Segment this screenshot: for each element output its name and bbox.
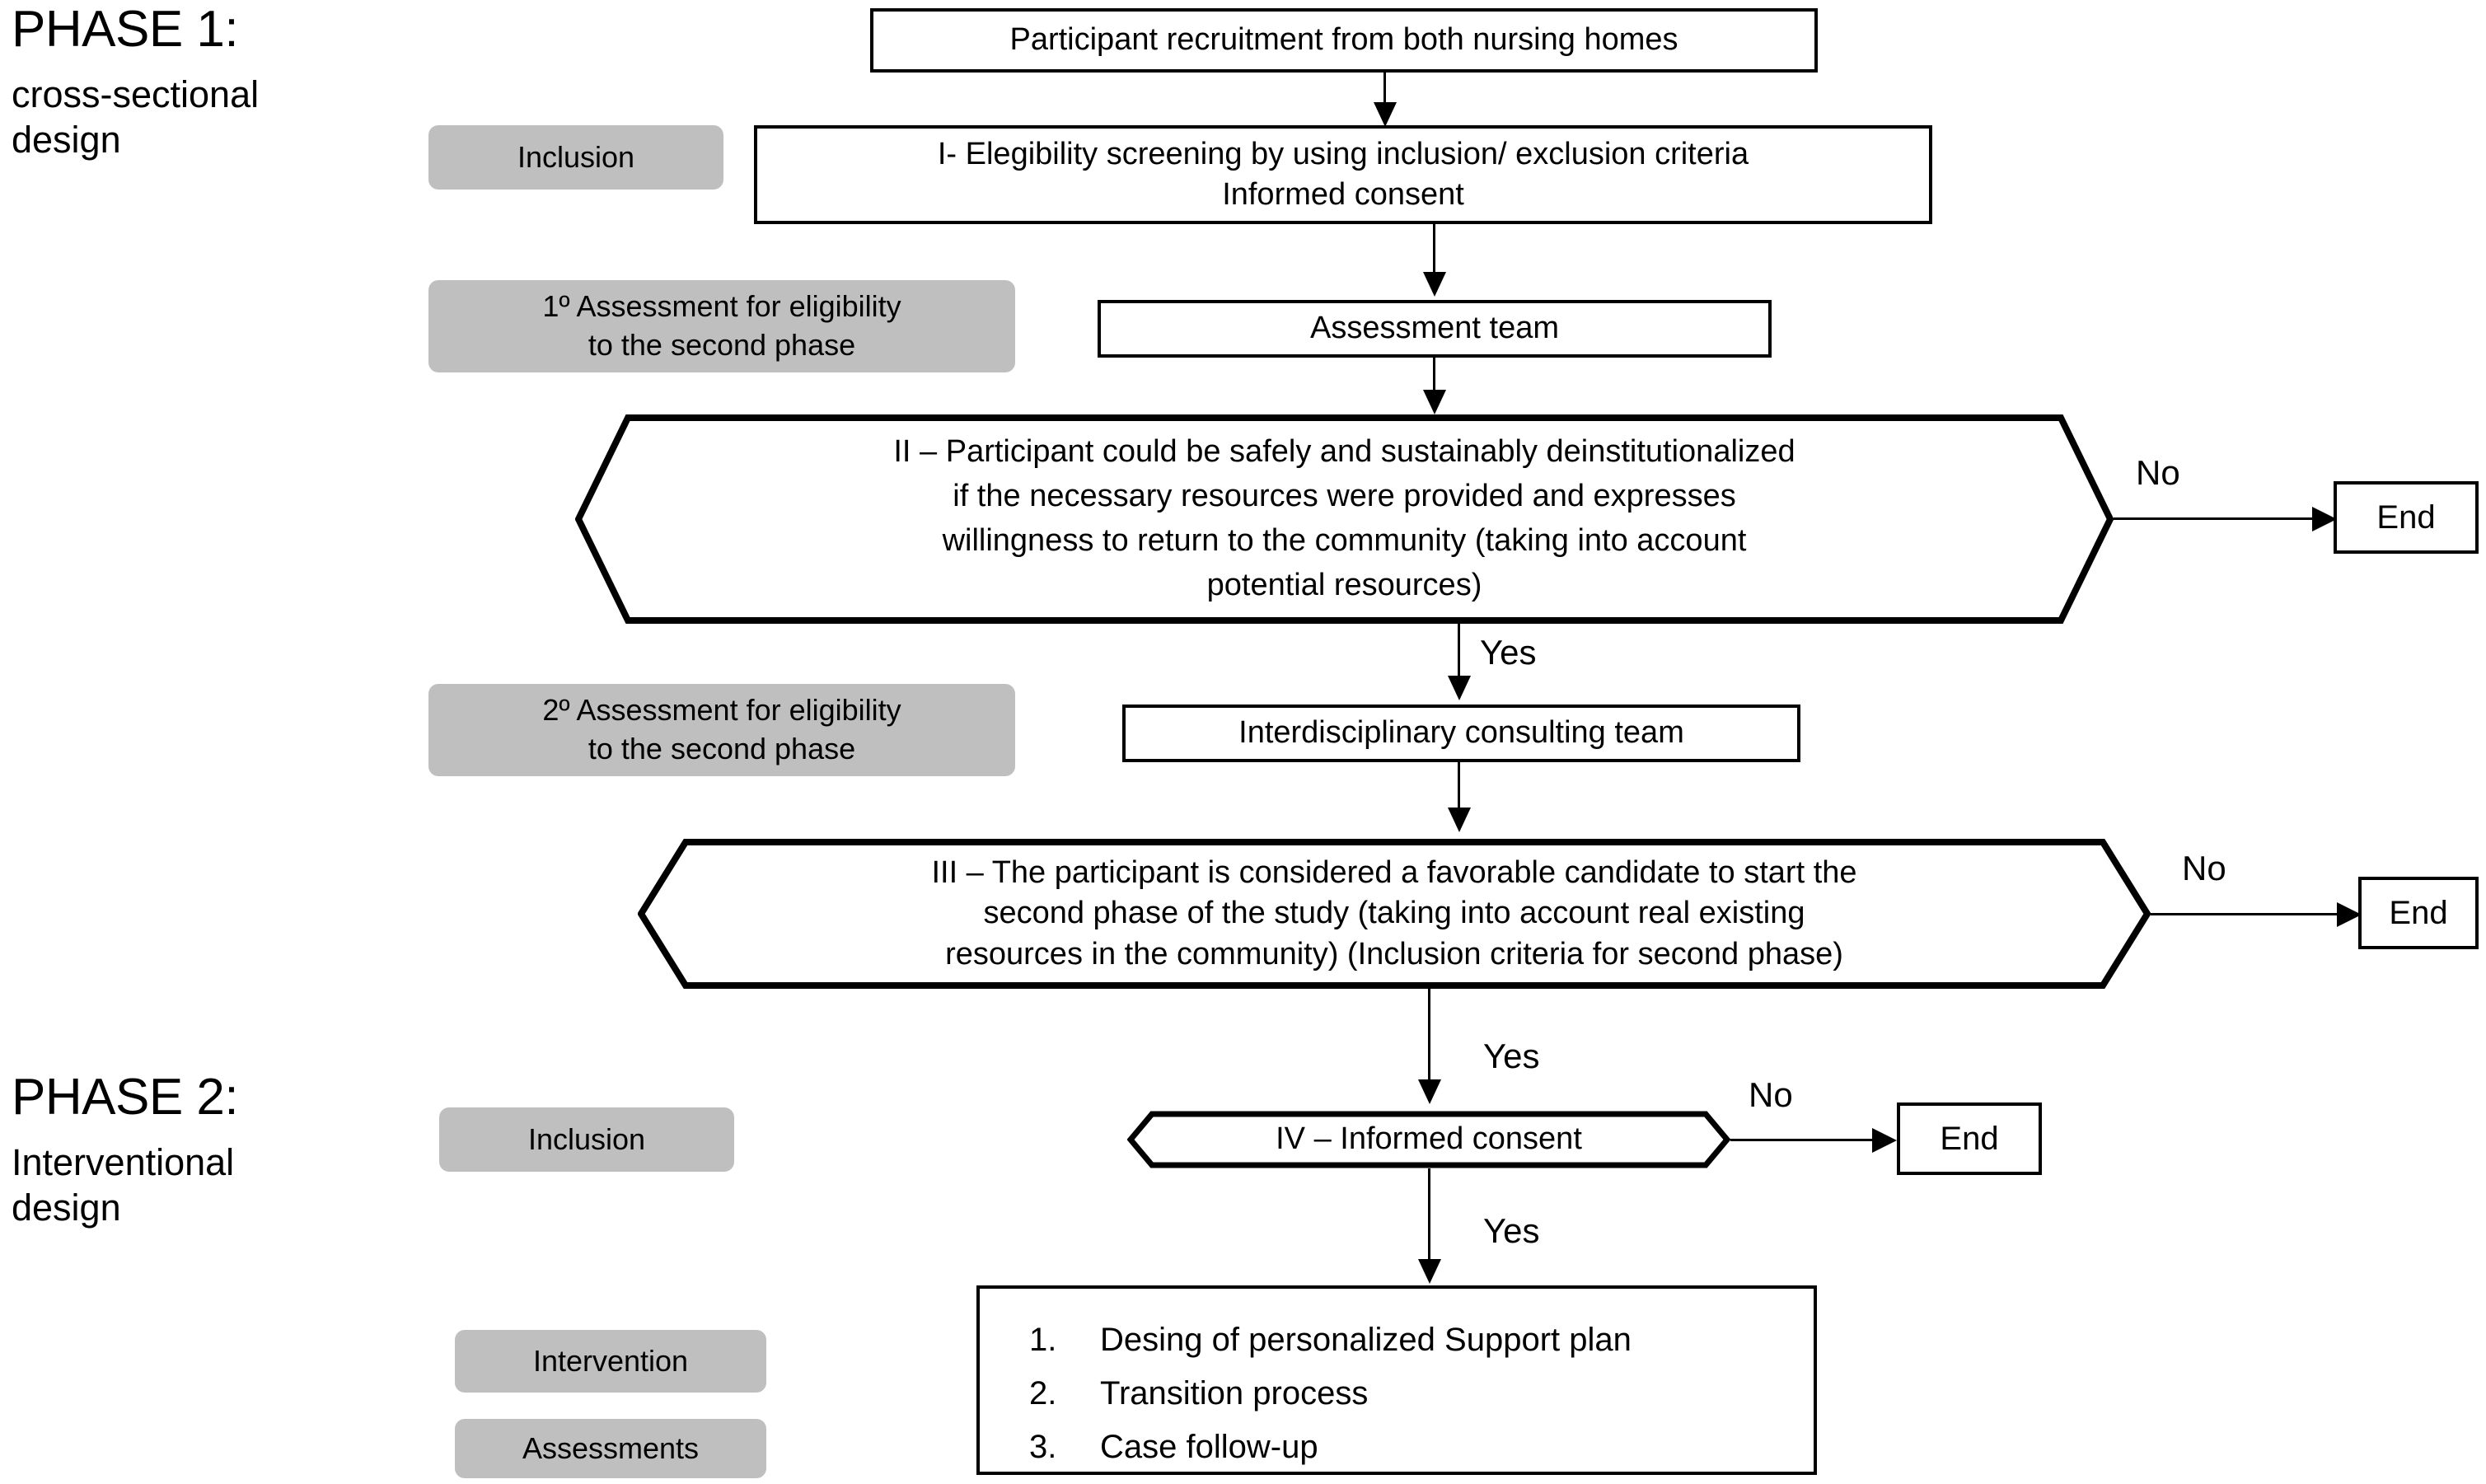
arrowhead-right-decision-ii-no [2312,507,2337,531]
arrowhead-down-eligibility [1423,272,1446,297]
decision-ii-line-4: potential resources) [1206,567,1482,602]
role-label-line-2: to the second phase [588,328,856,362]
node-participant-recruitment: Participant recruitment from both nursin… [870,8,1818,73]
edge-label-no-2: No [2182,849,2226,887]
role-label-text: Inclusion [527,1121,646,1156]
node-end-1: End [2334,481,2479,554]
node-eligibility-screening: I- Elegibility screening by using inclus… [754,125,1932,224]
list-item-text: Desing of personalized Support plan [1100,1322,1632,1358]
list-item-number: 3. [1029,1428,1057,1465]
role-label-text: Assessments [522,1430,700,1465]
role-label-line-2: to the second phase [588,732,856,765]
list-item: 1. Desing of personalized Support plan [1029,1313,1814,1367]
node-label: End [2376,499,2436,536]
arrowhead-down-recruitment [1374,102,1397,127]
hexagon-shape-iv [1127,1111,1730,1168]
edge-label-no-3: No [1749,1075,1793,1114]
role-label-text: Intervention [532,1343,689,1378]
role-label-second-assessment: 2º Assessment for eligibility to the sec… [428,684,1015,776]
role-label-assessments: Assessments [455,1419,766,1478]
node-label: End [1940,1120,1999,1157]
decision-ii-line-2: if the necessary resources were provided… [953,479,1736,514]
node-decision-ii: II – Participant could be safely and sus… [575,414,2114,624]
connector-assessment-team-to-decision-ii [1433,358,1435,392]
node-end-3: End [1897,1102,2042,1175]
node-intervention-steps: 1. Desing of personalized Support plan 2… [976,1285,1817,1475]
node-decision-iii: III – The participant is considered a fa… [638,839,2151,989]
role-label-text: Inclusion [517,139,635,174]
connector-interdisciplinary-to-decision-iii [1458,762,1460,810]
node-label: Assessment team [1310,311,1559,346]
arrowhead-down-interdisciplinary [1448,808,1471,832]
edge-label-no-1: No [2136,453,2180,492]
phase-1-subtitle: cross-sectional design [12,73,260,161]
connector-recruitment-to-eligibility [1383,73,1386,107]
arrowhead-down-assessment-team [1423,390,1446,414]
connector-eligibility-to-assessment-team [1433,224,1435,275]
list-item-number: 1. [1029,1322,1057,1358]
phase-2-subtitle: Interventional design [12,1141,235,1229]
node-label-line-2: Informed consent [1222,177,1464,212]
arrowhead-down-decision-iv-yes [1418,1259,1441,1284]
list-item: 2. Transition process [1029,1367,1814,1421]
arrowhead-right-decision-iii-no [2337,902,2362,927]
connector-decision-iii-yes [1428,989,1430,1081]
connector-decision-ii-no [2114,517,2317,520]
hexagon-shape-iii [638,839,2151,989]
decision-iii-line-2: second phase of the study (taking into a… [983,896,1805,931]
connector-decision-iii-no [2151,913,2342,915]
node-label: Interdisciplinary consulting team [1238,715,1684,751]
hexagon-shape-ii [575,414,2114,624]
connector-decision-ii-yes [1458,624,1460,678]
edge-label-yes-3: Yes [1483,1211,1540,1250]
connector-decision-iv-no [1730,1139,1879,1141]
phase-1-title: PHASE 1: [12,1,239,58]
decision-ii-text-block: II – Participant could be safely and sus… [575,414,2114,624]
decision-ii-line-3: willingness to return to the community (… [942,523,1747,558]
decision-iv-text-block: IV – Informed consent [1127,1111,1730,1168]
list-item: 3. Case follow-up [1029,1421,1814,1474]
node-decision-iv: IV – Informed consent [1127,1111,1730,1168]
decision-iii-line-1: III – The participant is considered a fa… [931,854,1857,890]
role-label-line-1: 2º Assessment for eligibility [542,693,901,728]
decision-iii-text-block: III – The participant is considered a fa… [638,839,2151,989]
arrowhead-down-decision-ii-yes [1448,676,1471,700]
role-label-inclusion-phase2: Inclusion [439,1107,734,1172]
node-end-2: End [2358,877,2479,949]
arrowhead-right-decision-iv-no [1872,1128,1897,1153]
node-assessment-team: Assessment team [1098,300,1772,358]
list-item-number: 2. [1029,1374,1057,1411]
connector-decision-iv-yes [1428,1168,1430,1261]
node-interdisciplinary-team: Interdisciplinary consulting team [1122,705,1800,762]
node-label: End [2389,894,2448,931]
edge-label-yes-2: Yes [1483,1037,1540,1075]
role-label-line-1: 1º Assessment for eligibility [542,289,901,324]
edge-label-yes-1: Yes [1480,633,1537,672]
decision-iii-line-3: resources in the community) (Inclusion c… [945,936,1843,971]
role-label-first-assessment: 1º Assessment for eligibility to the sec… [428,280,1015,372]
decision-iv-label: IV – Informed consent [1276,1121,1582,1157]
node-label: Participant recruitment from both nursin… [1009,22,1678,58]
list-item-text: Case follow-up [1100,1428,1318,1465]
role-label-intervention: Intervention [455,1330,766,1393]
role-label-inclusion-phase1: Inclusion [428,125,723,190]
arrowhead-down-decision-iii-yes [1418,1079,1441,1104]
list-item-text: Transition process [1100,1374,1369,1411]
decision-ii-line-1: II – Participant could be safely and sus… [893,434,1795,470]
phase-2-title: PHASE 2: [12,1069,239,1126]
node-label-line-1: I- Elegibility screening by using inclus… [937,136,1749,171]
